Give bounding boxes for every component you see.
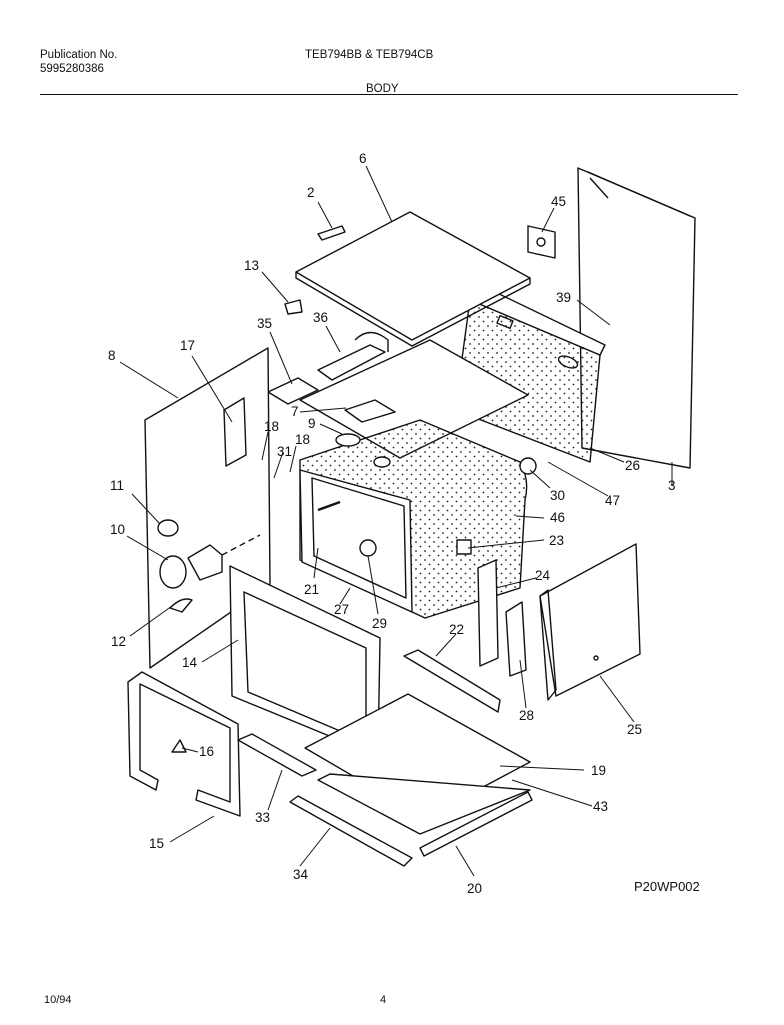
- callout-31: 31: [277, 444, 292, 459]
- callout-30: 30: [550, 488, 565, 503]
- part-hinge-brackets: [477, 559, 527, 677]
- part-side-door-panel: [539, 543, 641, 701]
- callout-17: 17: [180, 338, 195, 353]
- callout-16: 16: [199, 744, 214, 759]
- callout-46: 46: [550, 510, 565, 525]
- callout-27: 27: [334, 602, 349, 617]
- callout-19: 19: [591, 763, 606, 778]
- callout-8: 8: [108, 348, 116, 363]
- callout-28: 28: [519, 708, 534, 723]
- callout-33: 33: [255, 810, 270, 825]
- part-rear-panel: [577, 167, 696, 469]
- part-door-gasket: [127, 671, 241, 817]
- callout-12: 12: [111, 634, 126, 649]
- part-rail-43: [317, 773, 531, 835]
- part-rail-20: [419, 791, 533, 857]
- footer-page-number: 4: [380, 994, 387, 1006]
- callout-22: 22: [449, 622, 464, 637]
- part-top-panel: [295, 211, 531, 347]
- callout-10: 10: [110, 522, 125, 537]
- callout-3: 3: [668, 478, 676, 493]
- callout-45: 45: [551, 194, 566, 209]
- callout-6: 6: [359, 151, 367, 166]
- part-kick-plate: [289, 795, 413, 867]
- model-numbers: TEB794BB & TEB794CB: [305, 49, 434, 61]
- footer-date: 10/94: [44, 994, 72, 1006]
- callout-23: 23: [549, 533, 564, 548]
- part-rail-22: [403, 649, 501, 713]
- callout-9: 9: [308, 416, 316, 431]
- callout-47: 47: [605, 493, 620, 508]
- part-light-parts: [157, 519, 261, 613]
- diagram-code: P20WP002: [634, 879, 700, 894]
- part-oven-cavity: [299, 419, 537, 619]
- callout-7: 7: [291, 404, 299, 419]
- part-rear-insulation: [454, 291, 606, 463]
- callout-21: 21: [304, 582, 319, 597]
- callout-14: 14: [182, 655, 198, 670]
- part-bracket-33: [237, 733, 317, 777]
- callout-labels: 2 6 45 13 36 35 39 8 17 7 9 18 31 18 26 …: [108, 151, 700, 896]
- callout-29: 29: [372, 616, 387, 631]
- callout-13: 13: [244, 258, 259, 273]
- publication-number: 5995280386: [40, 63, 104, 75]
- part-clip-2: [317, 225, 346, 241]
- callout-11: 11: [110, 478, 124, 493]
- section-title: BODY: [366, 83, 399, 95]
- callout-35: 35: [257, 316, 272, 331]
- callout-20: 20: [467, 881, 482, 896]
- callout-39: 39: [556, 290, 571, 305]
- callout-36: 36: [313, 310, 328, 325]
- callout-34: 34: [293, 867, 309, 882]
- callout-18b: 18: [295, 432, 310, 447]
- callout-25: 25: [627, 722, 642, 737]
- callout-18a: 18: [264, 419, 279, 434]
- callout-43: 43: [593, 799, 608, 814]
- part-bracket-45: [527, 225, 556, 259]
- header-rule: [40, 94, 738, 95]
- callout-15: 15: [149, 836, 164, 851]
- publication-label: Publication No.: [40, 49, 118, 61]
- leader-lines: [119, 165, 673, 877]
- callout-2: 2: [307, 185, 315, 200]
- callout-26: 26: [625, 458, 640, 473]
- part-bracket-35: [267, 377, 319, 405]
- callout-24: 24: [535, 568, 551, 583]
- part-bracket-13: [284, 299, 303, 315]
